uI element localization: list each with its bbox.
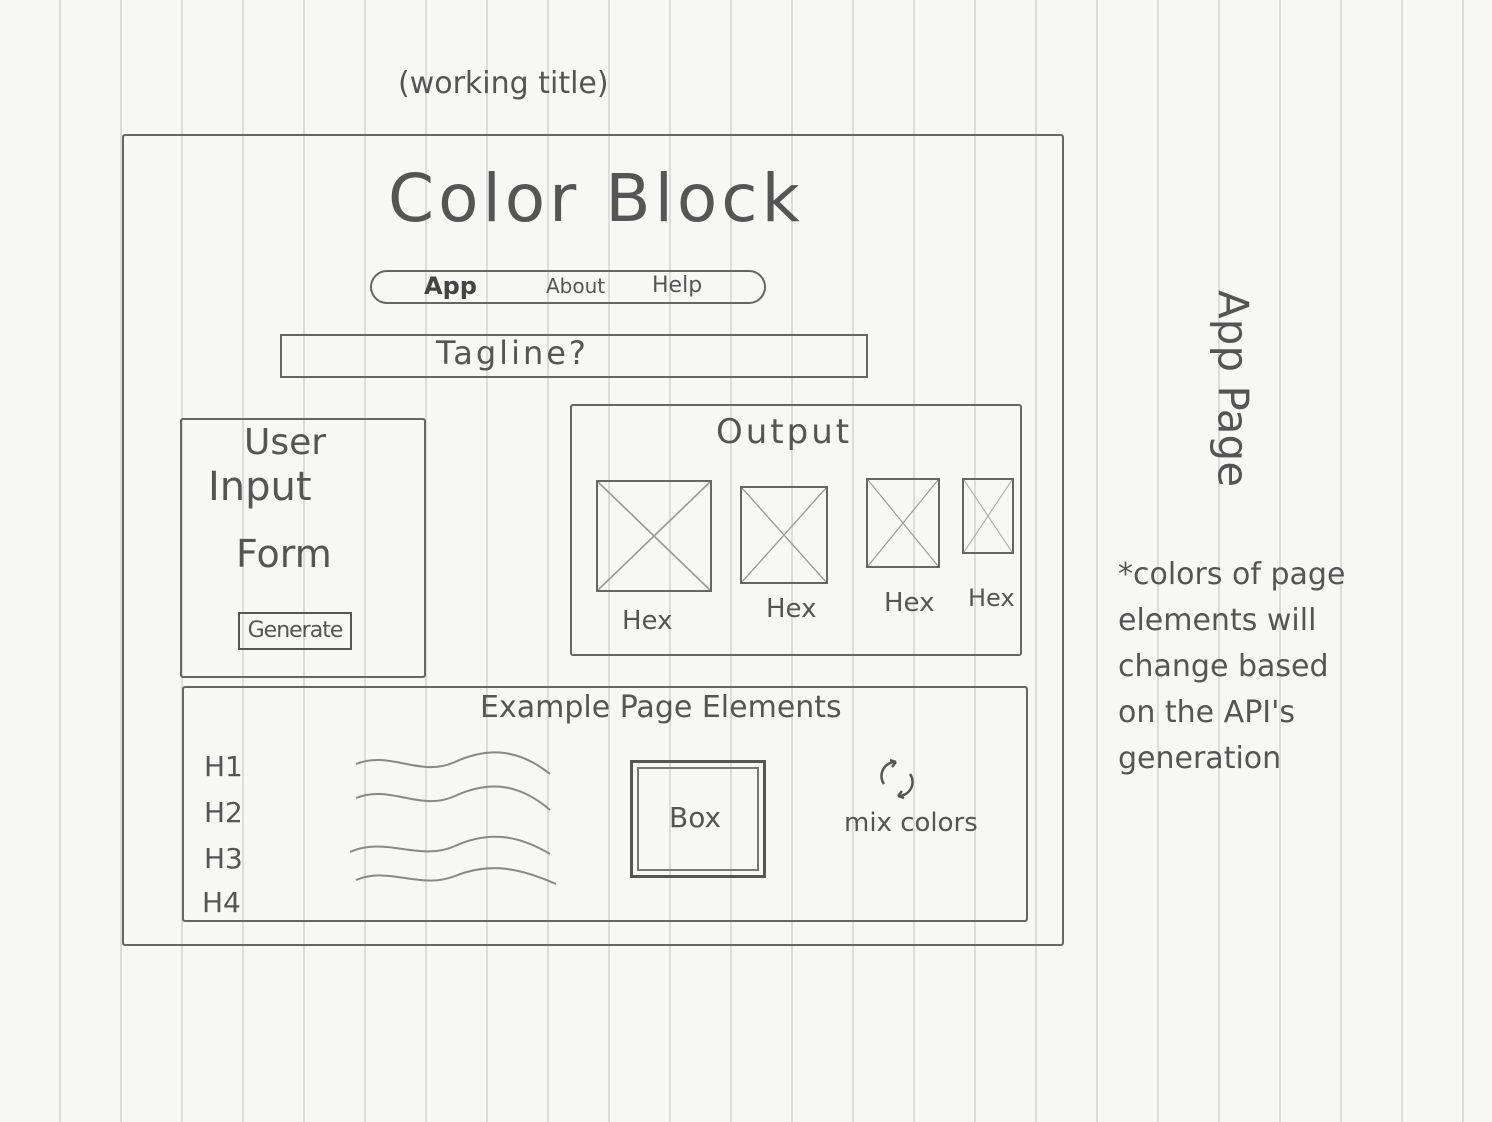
working-title-annotation: (working title)	[398, 66, 609, 101]
swatch-placeholder-icon	[598, 482, 710, 590]
swatch-placeholder-icon	[742, 488, 826, 582]
side-note: *colors of page elements will change bas…	[1118, 552, 1345, 782]
placeholder-text-lines	[350, 751, 557, 885]
color-swatch-3	[866, 478, 940, 568]
generate-button-label: Generate	[247, 618, 344, 643]
tagline-bar: Tagline?	[280, 334, 868, 378]
generate-button[interactable]: Generate	[238, 612, 352, 650]
side-note-line: change based	[1118, 649, 1329, 684]
swatch-hex-label-1: Hex	[622, 606, 673, 636]
example-elements-panel: Example Page Elements H1 H2 H3 H4 Box mi…	[182, 686, 1028, 922]
swatch-hex-label-2: Hex	[766, 594, 817, 624]
sample-box-label: Box	[669, 801, 722, 834]
color-swatch-4	[962, 478, 1014, 554]
tagline-text: Tagline?	[436, 334, 589, 372]
user-input-panel: User Input Form Generate	[180, 418, 426, 678]
user-input-title-line3: Form	[236, 532, 332, 576]
heading-sample-h2: H2	[204, 796, 243, 829]
swatch-placeholder-icon	[964, 480, 1012, 552]
color-swatch-2	[740, 486, 828, 584]
side-note-line: elements will	[1118, 603, 1317, 638]
example-elements-title: Example Page Elements	[480, 690, 842, 725]
user-input-title-line2: Input	[208, 464, 312, 510]
output-panel: Output Hex Hex Hex Hex	[570, 404, 1022, 656]
nav-item-help[interactable]: Help	[652, 273, 703, 298]
swatch-hex-label-4: Hex	[968, 584, 1015, 612]
page-wireframe	[122, 134, 1064, 946]
side-page-label: App Page	[1208, 289, 1258, 488]
mix-colors-label[interactable]: mix colors	[844, 808, 978, 838]
output-title: Output	[716, 412, 853, 452]
side-note-line: generation	[1118, 741, 1282, 776]
heading-sample-h1: H1	[204, 750, 243, 783]
heading-sample-h4: H4	[202, 886, 241, 919]
heading-sample-h3: H3	[204, 842, 243, 875]
sample-box: Box	[630, 760, 766, 878]
color-swatch-1	[596, 480, 712, 592]
nav-bar: App About Help	[370, 270, 766, 304]
swatch-hex-label-3: Hex	[884, 588, 935, 618]
nav-item-about[interactable]: About	[546, 274, 606, 298]
refresh-icon[interactable]	[870, 754, 926, 804]
swatch-placeholder-icon	[868, 480, 938, 566]
app-title: Color Block	[388, 160, 804, 237]
user-input-title-line1: User	[244, 422, 327, 463]
side-note-line: *colors of page	[1118, 557, 1346, 592]
side-note-line: on the API's	[1118, 695, 1296, 730]
nav-item-app[interactable]: App	[424, 272, 477, 300]
